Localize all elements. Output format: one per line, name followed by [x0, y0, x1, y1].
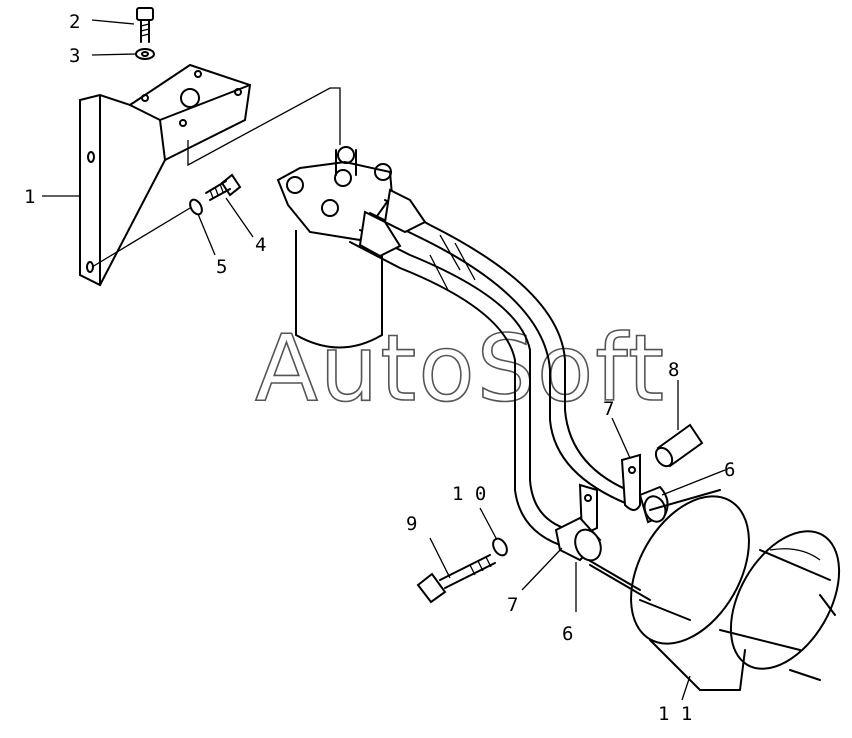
callout-labels: 2 3 1 4 5 8 7 6 1 0 9 7 6 1 1	[24, 11, 735, 725]
callout-6-upper: 6	[724, 459, 735, 481]
part-8-spacer	[654, 423, 704, 468]
callout-7-upper: 7	[603, 398, 614, 420]
part-2-bolt	[136, 7, 154, 43]
callout-8: 8	[668, 359, 679, 381]
part-11-guard	[630, 489, 841, 691]
leader-lines	[42, 19, 726, 701]
part-3-washer	[135, 48, 155, 60]
callout-6-lower: 6	[562, 623, 573, 645]
callout-9: 9	[406, 513, 417, 535]
part-7-clamp-upper	[620, 453, 641, 511]
callout-1: 1	[24, 186, 35, 208]
hose-lines	[349, 188, 651, 601]
part-1-bracket	[79, 63, 341, 287]
callout-2: 2	[69, 11, 80, 33]
part-6-sleeve-lower	[554, 516, 602, 562]
part-4-bolt	[205, 173, 242, 201]
part-10-washer	[492, 537, 508, 557]
callout-3: 3	[69, 45, 80, 67]
part-9-bolt	[416, 554, 496, 604]
callout-11: 1 1	[658, 703, 692, 725]
callout-10: 1 0	[452, 483, 486, 505]
callout-5: 5	[216, 256, 227, 278]
part-5-washer	[189, 198, 203, 216]
callout-4: 4	[255, 234, 266, 256]
callout-7-lower: 7	[507, 594, 518, 616]
